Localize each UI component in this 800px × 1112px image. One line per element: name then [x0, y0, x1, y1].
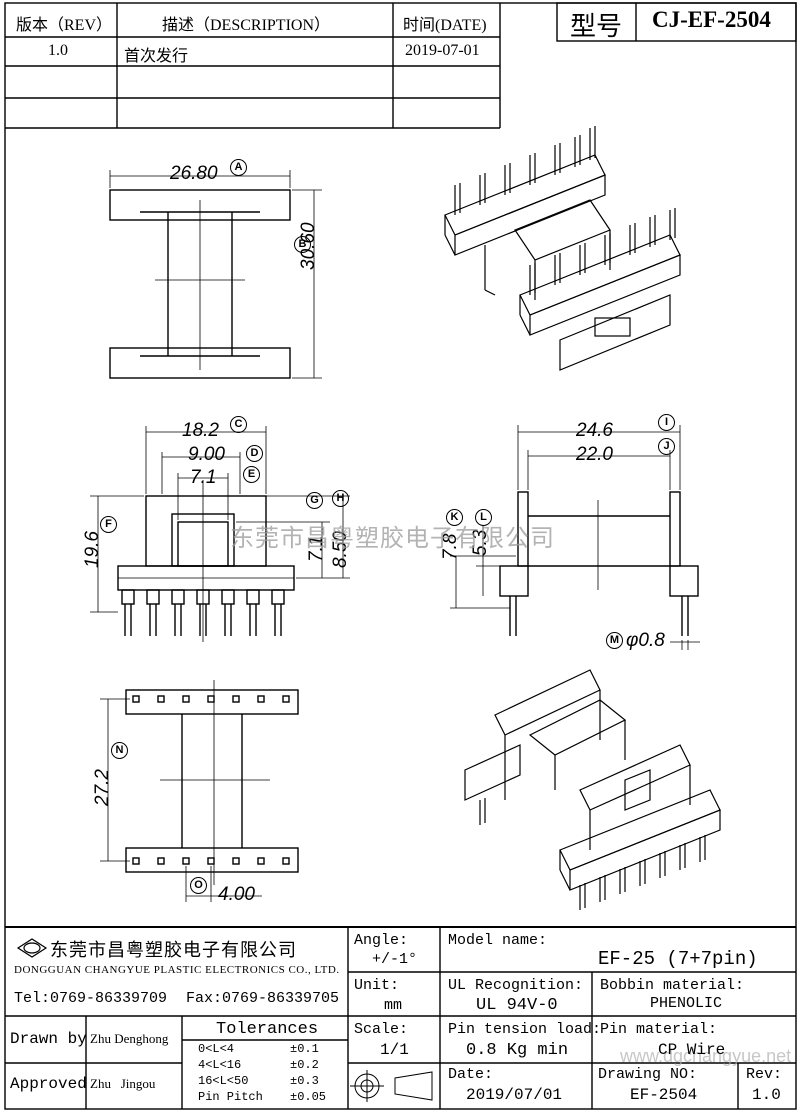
desc-header: 描述（DESCRIPTION）	[162, 17, 331, 34]
marker-g: G	[306, 492, 323, 509]
marker-j: J	[658, 438, 675, 455]
side-view	[450, 425, 700, 650]
iso-top-pins	[454, 126, 676, 295]
company-tel: Tel:0769-86339709	[14, 990, 168, 1007]
model-label: 型号	[570, 12, 623, 41]
date-row1: 2019-07-01	[405, 42, 480, 59]
iso-bottom-pins	[479, 798, 706, 910]
bobbin-label: Bobbin material:	[600, 977, 745, 994]
bobbin-value: PHENOLIC	[650, 995, 723, 1012]
dim-n-value: 27.2	[92, 769, 113, 806]
marker-i: I	[658, 414, 675, 431]
bottom-view	[100, 680, 299, 902]
pin-material-label: Pin material:	[600, 1021, 718, 1038]
marker-b: B	[294, 236, 311, 253]
tol-range-1: 0<L<4	[198, 1042, 235, 1056]
drawing-no-label: Drawing NO:	[598, 1066, 698, 1083]
dim-a-value: 26.80	[170, 163, 218, 184]
bottom-view-pin-holes	[132, 695, 290, 865]
drawn-by-label: Drawn by	[10, 1030, 87, 1048]
scale-label: Scale:	[354, 1021, 409, 1038]
unit-value: mm	[384, 997, 403, 1014]
tolerances-label: Tolerances	[216, 1020, 319, 1039]
marker-n: N	[111, 742, 128, 759]
rev-header: 版本（REV）	[16, 17, 113, 34]
dim-c-value: 18.2	[182, 420, 219, 441]
outer-border	[4, 2, 797, 1110]
marker-f: F	[100, 516, 117, 533]
marker-c: C	[230, 416, 247, 433]
company-name-cn: 东莞市昌粤塑胶电子有限公司	[50, 940, 297, 960]
date-header: 时间(DATE)	[403, 17, 487, 34]
watermark-company: 东莞市昌粤塑胶电子有限公司	[230, 525, 555, 552]
rev-row1: 1.0	[48, 42, 68, 59]
ul-label: UL Recognition:	[448, 977, 584, 994]
angle-value: +/-1°	[372, 951, 418, 968]
front-view-pins	[121, 589, 285, 636]
tol-value-1: ±0.1	[290, 1042, 319, 1056]
dim-e-value: 7.1	[190, 467, 217, 488]
company-name-en: DONGGUAN CHANGYUE PLASTIC ELECTRONICS CO…	[14, 964, 340, 976]
pin-tension-value: 0.8 Kg min	[466, 1041, 569, 1060]
tol-range-4: Pin Pitch	[198, 1090, 263, 1104]
tol-value-2: ±0.2	[290, 1058, 319, 1072]
tol-range-3: 16<L<50	[198, 1074, 249, 1088]
iso-view-bottom	[464, 669, 721, 910]
scale-value: 1/1	[380, 1041, 409, 1059]
rev-label: Rev:	[746, 1066, 783, 1083]
dim-i-value: 24.6	[576, 420, 613, 441]
date-value: 2019/07/01	[466, 1086, 563, 1104]
marker-l: L	[475, 509, 492, 526]
company-logo	[16, 938, 48, 958]
tol-range-2: 4<L<16	[198, 1058, 242, 1072]
marker-h: H	[332, 490, 349, 507]
marker-e: E	[243, 466, 260, 483]
desc-row1: 首次发行	[124, 48, 189, 65]
unit-label: Unit:	[354, 977, 400, 994]
approved-label: Approved	[10, 1075, 87, 1093]
marker-k: K	[446, 509, 463, 526]
dim-d-value: 9.00	[188, 444, 225, 465]
dim-f-value: 19.6	[82, 531, 103, 568]
company-fax: Fax:0769-86339705	[186, 990, 340, 1007]
model-box	[556, 2, 797, 42]
tol-value-3: ±0.3	[290, 1074, 319, 1088]
marker-a: A	[230, 159, 247, 176]
revision-table-lines	[5, 3, 501, 129]
angle-label: Angle:	[354, 932, 409, 949]
iso-view-top	[444, 126, 681, 371]
marker-d: D	[246, 445, 263, 462]
date-label: Date:	[448, 1066, 494, 1083]
model-name-label: Model name:	[448, 932, 548, 949]
model-value: CJ-EF-2504	[652, 7, 771, 32]
marker-m: M	[606, 632, 623, 649]
pin-tension-label: Pin tension load:	[448, 1021, 602, 1038]
front-view	[90, 426, 350, 642]
tol-value-4: ±0.05	[290, 1090, 327, 1104]
model-name-value: EF-25 (7+7pin)	[598, 948, 758, 970]
projection-symbol	[350, 1070, 433, 1102]
top-view	[109, 170, 322, 379]
dim-o-value: 4.00	[218, 884, 255, 905]
dim-m-value: φ0.8	[626, 630, 665, 651]
marker-o: O	[190, 877, 207, 894]
drawn-by-value: Zhu Denghong	[90, 1031, 169, 1046]
pin-material-value: CP Wire	[658, 1041, 726, 1059]
rev-value: 1.0	[752, 1086, 781, 1104]
approved-value: Zhu Jingou	[90, 1076, 156, 1091]
drawing-no-value: EF-2504	[630, 1086, 698, 1104]
watermark-url: www.dgchangyue.net	[620, 1046, 792, 1066]
ul-value: UL 94V-0	[476, 996, 558, 1015]
title-block-lines	[5, 926, 796, 1109]
dim-j-value: 22.0	[576, 444, 613, 465]
